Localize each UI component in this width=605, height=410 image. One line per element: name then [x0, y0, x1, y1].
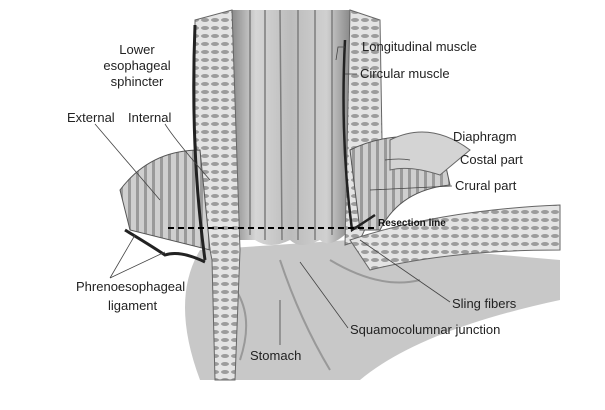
label-crural-part: Crural part	[455, 178, 517, 193]
label-internal: Internal	[128, 110, 171, 125]
label-les-1: Lower	[119, 42, 155, 57]
esophagus	[232, 10, 350, 245]
label-longitudinal-muscle: Longitudinal muscle	[362, 39, 477, 54]
label-resection-line: Resection line	[378, 218, 446, 229]
diaphragm-left	[119, 149, 211, 251]
label-diaphragm: Diaphragm	[453, 129, 517, 144]
label-squamocolumnar-junction: Squamocolumnar junction	[350, 322, 500, 337]
label-external: External	[67, 110, 115, 125]
leader-lines	[94, 46, 453, 345]
diaphragm-costal	[389, 131, 471, 176]
label-les-3: sphincter	[111, 74, 164, 89]
label-stomach: Stomach	[250, 348, 301, 363]
label-costal-part: Costal part	[460, 152, 523, 167]
label-les-2: esophageal	[103, 58, 170, 73]
gastric-wall-right	[349, 204, 561, 271]
label-phrenoesophageal-2: ligament	[108, 298, 158, 313]
label-circular-muscle: Circular muscle	[360, 66, 450, 81]
label-phrenoesophageal-1: Phrenoesophageal	[76, 279, 185, 294]
phrenoesophageal-ligament	[124, 24, 207, 264]
label-sling-fibers: Sling fibers	[452, 296, 517, 311]
stomach-region	[185, 240, 560, 380]
